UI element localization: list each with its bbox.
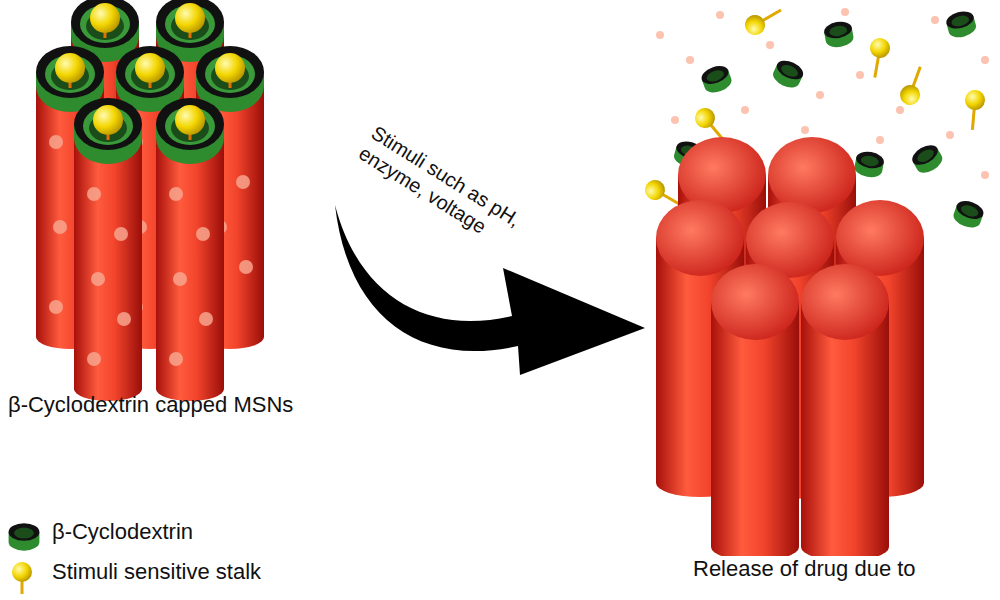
illustration-part bbox=[74, 98, 142, 401]
illustration-part bbox=[671, 116, 679, 124]
arrow-label: Stimuli such as pH, enzyme, voltage bbox=[354, 121, 549, 268]
illustration-part bbox=[946, 131, 954, 139]
illustration-part bbox=[801, 264, 889, 561]
illustration-part bbox=[951, 198, 986, 231]
illustration-part bbox=[931, 16, 939, 24]
illustration-part bbox=[962, 89, 985, 131]
illustration-part bbox=[944, 9, 978, 40]
illustration-part bbox=[841, 8, 849, 16]
illustration-part bbox=[909, 141, 946, 177]
legend-text: Stimuli sensitive stalk bbox=[52, 559, 261, 585]
illustration-part bbox=[856, 71, 864, 79]
illustration-part bbox=[853, 150, 885, 179]
capped-msn-bundle bbox=[36, 0, 264, 401]
illustration-part bbox=[716, 11, 724, 19]
illustration-part bbox=[741, 106, 749, 114]
illustration-part bbox=[816, 91, 824, 99]
illustration-part bbox=[896, 106, 904, 114]
illustration-part bbox=[876, 136, 884, 144]
illustration-part bbox=[766, 41, 774, 49]
illustration-part bbox=[699, 63, 734, 96]
legend-swatch bbox=[12, 562, 32, 594]
legend-text: β-Cyclodextrin bbox=[52, 519, 193, 545]
illustration-part bbox=[981, 171, 989, 179]
illustration-part bbox=[711, 264, 799, 561]
illustration-part bbox=[981, 56, 989, 64]
illustration-part bbox=[9, 523, 40, 551]
illustration-part bbox=[686, 56, 694, 64]
illustration-part bbox=[12, 562, 32, 582]
figure-label: β-Cyclodextrin capped MSNs bbox=[8, 392, 328, 418]
illustration-part bbox=[741, 1, 786, 38]
illustration-part bbox=[823, 20, 855, 49]
open-msn-bundle bbox=[656, 137, 924, 561]
illustration-part bbox=[156, 98, 224, 401]
figure-label: Release of drug due to bbox=[690, 556, 996, 582]
illustration-part bbox=[656, 31, 664, 39]
illustration-part bbox=[865, 36, 892, 79]
illustration-part bbox=[801, 126, 809, 134]
illustration-part bbox=[897, 63, 929, 107]
legend-swatch bbox=[9, 523, 40, 551]
illustration-part bbox=[770, 57, 806, 91]
